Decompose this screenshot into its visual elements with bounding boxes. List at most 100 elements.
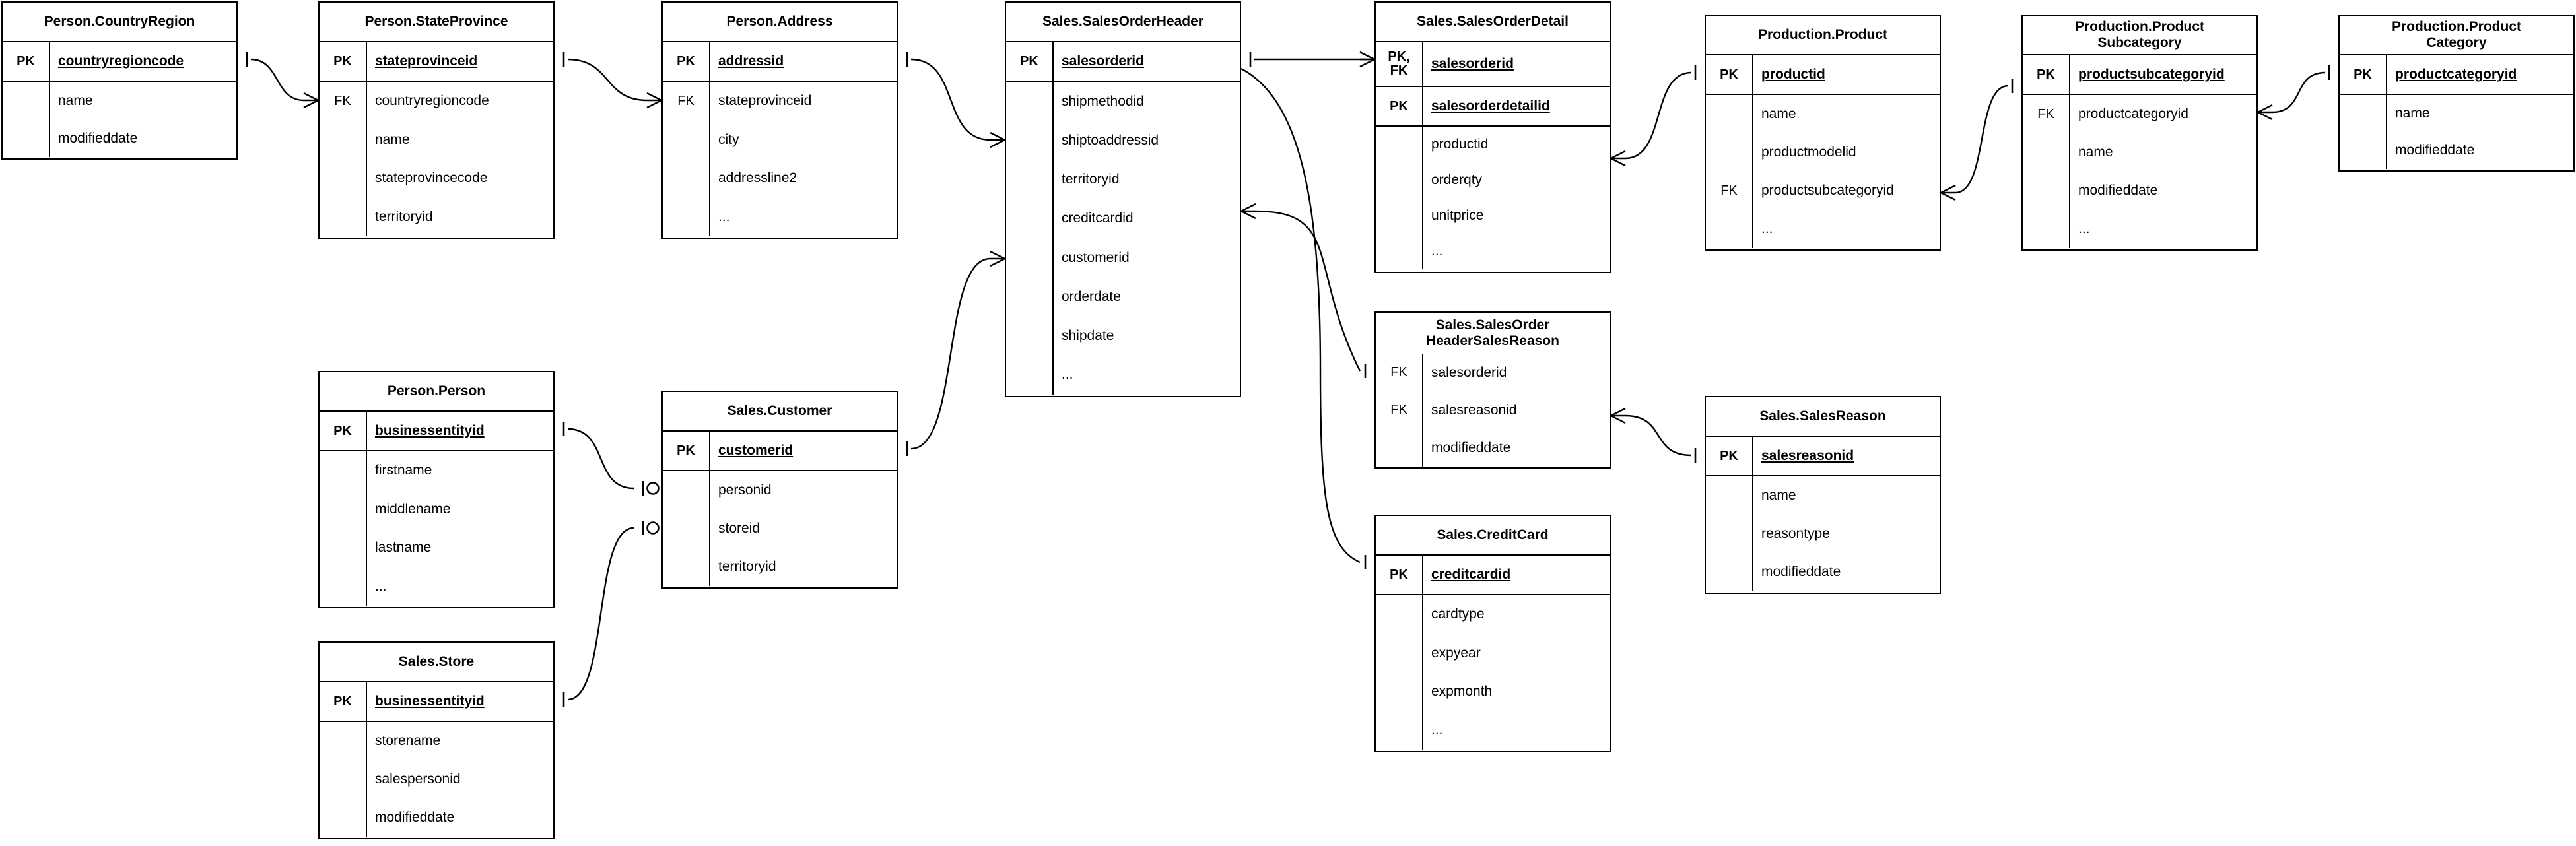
cardinality-many-foot [303,99,319,109]
key-badge: PK [1706,55,1753,94]
key-column-name: salesorderid [1062,53,1144,69]
attribute-name: shipmethodid [1062,93,1144,109]
attribute-name: productcategoryid [2078,106,2188,121]
attribute-key-badge [1706,553,1752,591]
attribute-key-badge [3,82,49,119]
cardinality-many-foot [2257,111,2273,121]
key-badge: PK,FK [1376,42,1423,86]
attribute-name: ... [718,209,730,224]
attribute-name: shipdate [1062,328,1114,344]
attribute-name: modifieddate [2395,143,2475,158]
attribute-key-column: FK [320,82,367,236]
attribute-name: orderdate [1062,288,1121,304]
attribute-name: countryregioncode [375,93,489,109]
attribute-key-badge [1376,711,1422,750]
key-column-name: stateprovinceid [375,53,478,69]
cardinality-many-foot [1359,51,1375,61]
key-badge: PK [3,42,50,81]
attribute-key-column [1376,595,1423,750]
entity-title: Person.StateProvince [364,14,508,30]
attribute-key-badge [1706,133,1752,172]
connector-stateprovince-address [567,58,648,102]
attribute-key-badge [1706,210,1752,248]
attribute-name: expmonth [1431,684,1493,700]
attribute-name: personid [718,482,772,498]
attribute-name: cardtype [1431,606,1485,622]
attribute-name: addressline2 [718,170,797,186]
attribute-name: modifieddate [1431,440,1511,456]
attribute-name: orderqty [1431,172,1483,187]
key-row: PK businessentityid [320,681,553,721]
connector-salesorderheader-salesreasonlink [1255,210,1361,372]
cardinality-many-foot [1610,407,1626,417]
attribute-key-badge [1006,277,1052,316]
attribute-key-badge [1376,595,1422,634]
key-badge: PK [663,42,710,81]
attribute-name: lastname [375,540,432,556]
cardinality-many-foot [646,99,662,109]
attribute-name: reasontype [1761,526,1830,541]
attribute-key-badge [320,722,366,760]
key-badge: PK [1376,87,1423,125]
attribute-key-badge [2340,95,2386,132]
connector-person-customer [567,428,634,490]
attribute-name: ... [1431,722,1443,738]
key-badge: PK [320,682,367,721]
attribute-name: middlename [375,501,451,517]
attribute-key-badge [1376,430,1422,467]
cardinality-many-foot [2257,104,2273,114]
attribute-key-badge [663,121,709,160]
connector-address-salesorderheader [910,58,991,141]
attribute-key-badge [1006,356,1052,395]
attribute-name: productid [1431,137,1489,152]
entity-title: Sales.SalesOrderDetail [1417,14,1569,30]
attribute-name: name [1761,488,1796,503]
attribute-key-column [1376,127,1423,269]
cardinality-many-foot [990,250,1005,260]
connector-store-customer [567,527,634,701]
attribute-key-badge: FK [1390,365,1407,380]
attribute-name: expyear [1431,645,1481,661]
key-column-name: salesorderdetailid [1431,98,1550,114]
attribute-name: name [1761,106,1796,121]
key-column-name: businessentityid [375,694,485,709]
attribute-key-badge [1006,199,1052,238]
cardinality-many-foot [1610,157,1626,167]
attribute-name: productsubcategoryid [1761,183,1894,198]
key-badge: PK [1706,437,1753,475]
cardinality-many-foot [1240,203,1256,212]
attribute-key-badge: FK [1390,403,1407,418]
attribute-name: customerid [1062,249,1130,265]
attribute-key-badge [1376,672,1422,711]
attribute-name: modifieddate [2078,183,2158,198]
